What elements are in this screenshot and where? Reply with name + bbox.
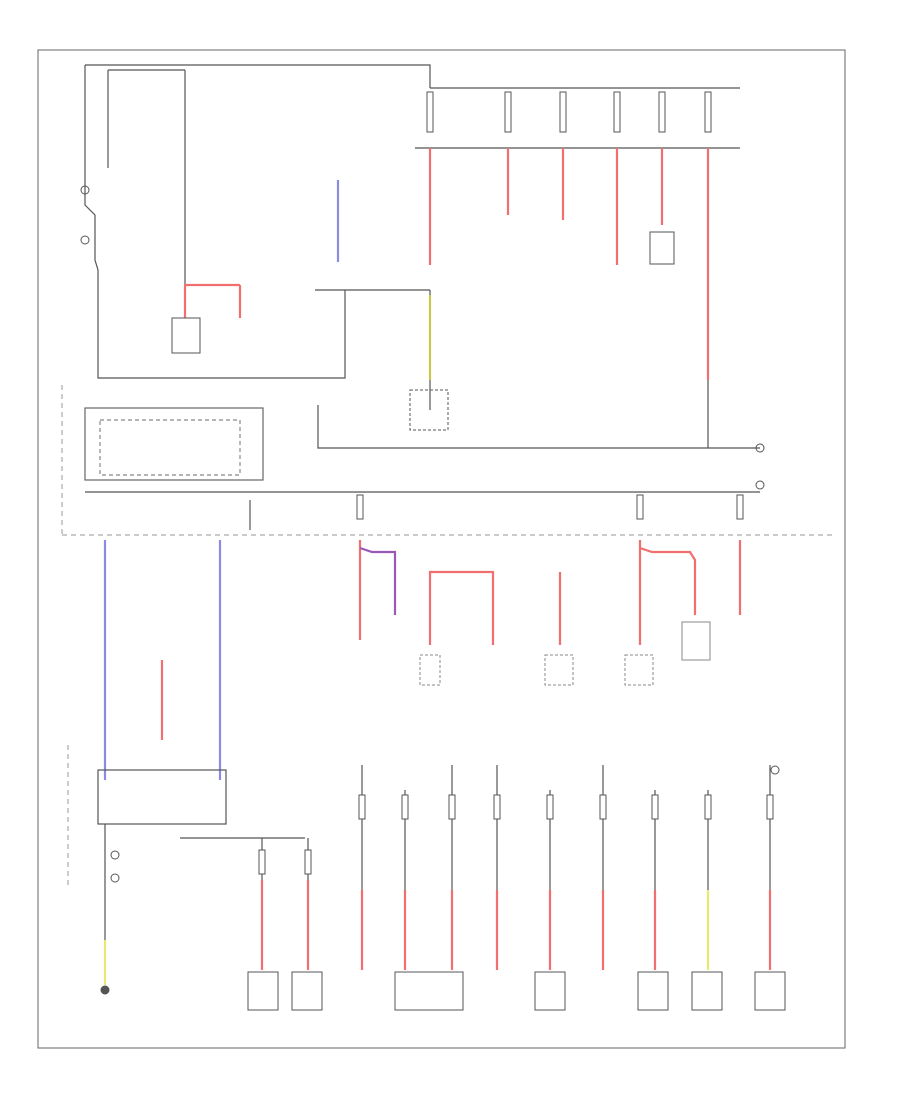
starter-box bbox=[171, 317, 201, 354]
bottom-components bbox=[100, 971, 786, 1011]
middle-drops bbox=[103, 540, 742, 780]
top-section bbox=[84, 64, 760, 449]
component-box-4 bbox=[534, 971, 566, 1011]
ground-symbols bbox=[110, 443, 780, 883]
top-fuses bbox=[426, 91, 712, 133]
component-box-1 bbox=[247, 971, 279, 1011]
component-box-6 bbox=[691, 971, 723, 1011]
alternator-box bbox=[409, 389, 449, 431]
component-box-7 bbox=[754, 971, 786, 1011]
diagram-frame bbox=[37, 49, 846, 1049]
bottom-verticals bbox=[361, 765, 771, 890]
middle-section bbox=[61, 385, 835, 536]
ground-point bbox=[100, 985, 110, 995]
module-box-top bbox=[649, 231, 675, 265]
middle-modules bbox=[419, 621, 711, 686]
top-components bbox=[80, 185, 675, 431]
bottom-drops bbox=[103, 880, 772, 985]
component-box-5 bbox=[637, 971, 669, 1011]
bottom-fuses bbox=[258, 494, 774, 875]
component-box-2 bbox=[291, 971, 323, 1011]
top-fuse-drops bbox=[183, 148, 710, 380]
component-box-3 bbox=[394, 971, 464, 1011]
